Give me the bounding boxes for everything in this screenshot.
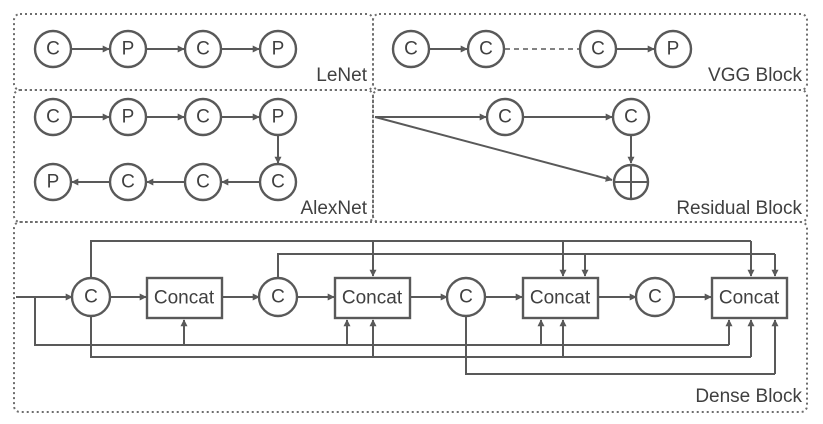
svg-text:C: C: [624, 107, 638, 128]
svg-text:C: C: [196, 107, 210, 128]
dense-conv-1: C: [70, 276, 112, 318]
lenet-node-2: P: [108, 29, 148, 69]
svg-text:C: C: [121, 172, 135, 193]
svg-text:Concat: Concat: [719, 288, 780, 309]
svg-text:P: P: [272, 107, 285, 128]
svg-text:Concat: Concat: [154, 288, 215, 309]
svg-text:C: C: [459, 287, 473, 308]
alexnet-node-4: P: [258, 97, 298, 137]
alexnet-node-6: C: [108, 162, 148, 202]
svg-text:P: P: [122, 107, 135, 128]
dense-label: Dense Block: [695, 386, 802, 407]
svg-text:C: C: [46, 39, 60, 60]
dense-conv-3: C: [445, 276, 487, 318]
lenet-label: LeNet: [316, 65, 367, 86]
alexnet-node-5: P: [33, 162, 73, 202]
dense-concat-4: Concat: [710, 276, 789, 320]
alexnet-label: AlexNet: [300, 198, 367, 219]
vgg-node-1: C: [391, 29, 431, 69]
svg-text:C: C: [46, 107, 60, 128]
svg-text:C: C: [196, 39, 210, 60]
alexnet-node-8: C: [258, 162, 298, 202]
alexnet-node-7: C: [183, 162, 223, 202]
svg-text:P: P: [122, 39, 135, 60]
dense-conv-2: C: [257, 276, 299, 318]
svg-text:C: C: [404, 39, 418, 60]
vgg-node-4: P: [653, 29, 693, 69]
alexnet-edges: [71, 113, 282, 186]
svg-text:C: C: [271, 172, 285, 193]
vgg-node-2: C: [466, 29, 506, 69]
vgg-node-3: C: [578, 29, 618, 69]
circle-plus-icon: [612, 163, 650, 201]
svg-text:C: C: [271, 287, 285, 308]
alexnet-node-3: C: [183, 97, 223, 137]
lenet-node-3: C: [183, 29, 223, 69]
svg-text:C: C: [591, 39, 605, 60]
alexnet-node-2: P: [108, 97, 148, 137]
dense-conv-4: C: [634, 276, 676, 318]
dense-edges: [16, 240, 779, 375]
residual-label: Residual Block: [676, 198, 802, 219]
svg-text:C: C: [498, 107, 512, 128]
residual-edges: [374, 113, 635, 182]
dense-concat-3: Concat: [521, 276, 600, 320]
svg-text:C: C: [479, 39, 493, 60]
residual-node-2: C: [611, 97, 651, 137]
residual-node-1: C: [485, 97, 525, 137]
lenet-node-1: C: [33, 29, 73, 69]
svg-text:C: C: [84, 287, 98, 308]
vgg-label: VGG Block: [708, 65, 802, 86]
dense-concat-2: Concat: [333, 276, 412, 320]
lenet-node-4: P: [258, 29, 298, 69]
dense-panel: [13, 221, 808, 413]
svg-text:P: P: [272, 39, 285, 60]
svg-text:P: P: [667, 39, 680, 60]
svg-text:Concat: Concat: [530, 288, 591, 309]
svg-text:C: C: [196, 172, 210, 193]
svg-text:C: C: [648, 287, 662, 308]
alexnet-node-1: C: [33, 97, 73, 137]
svg-text:P: P: [47, 172, 60, 193]
dense-concat-1: Concat: [145, 276, 224, 320]
svg-text:Concat: Concat: [342, 288, 403, 309]
